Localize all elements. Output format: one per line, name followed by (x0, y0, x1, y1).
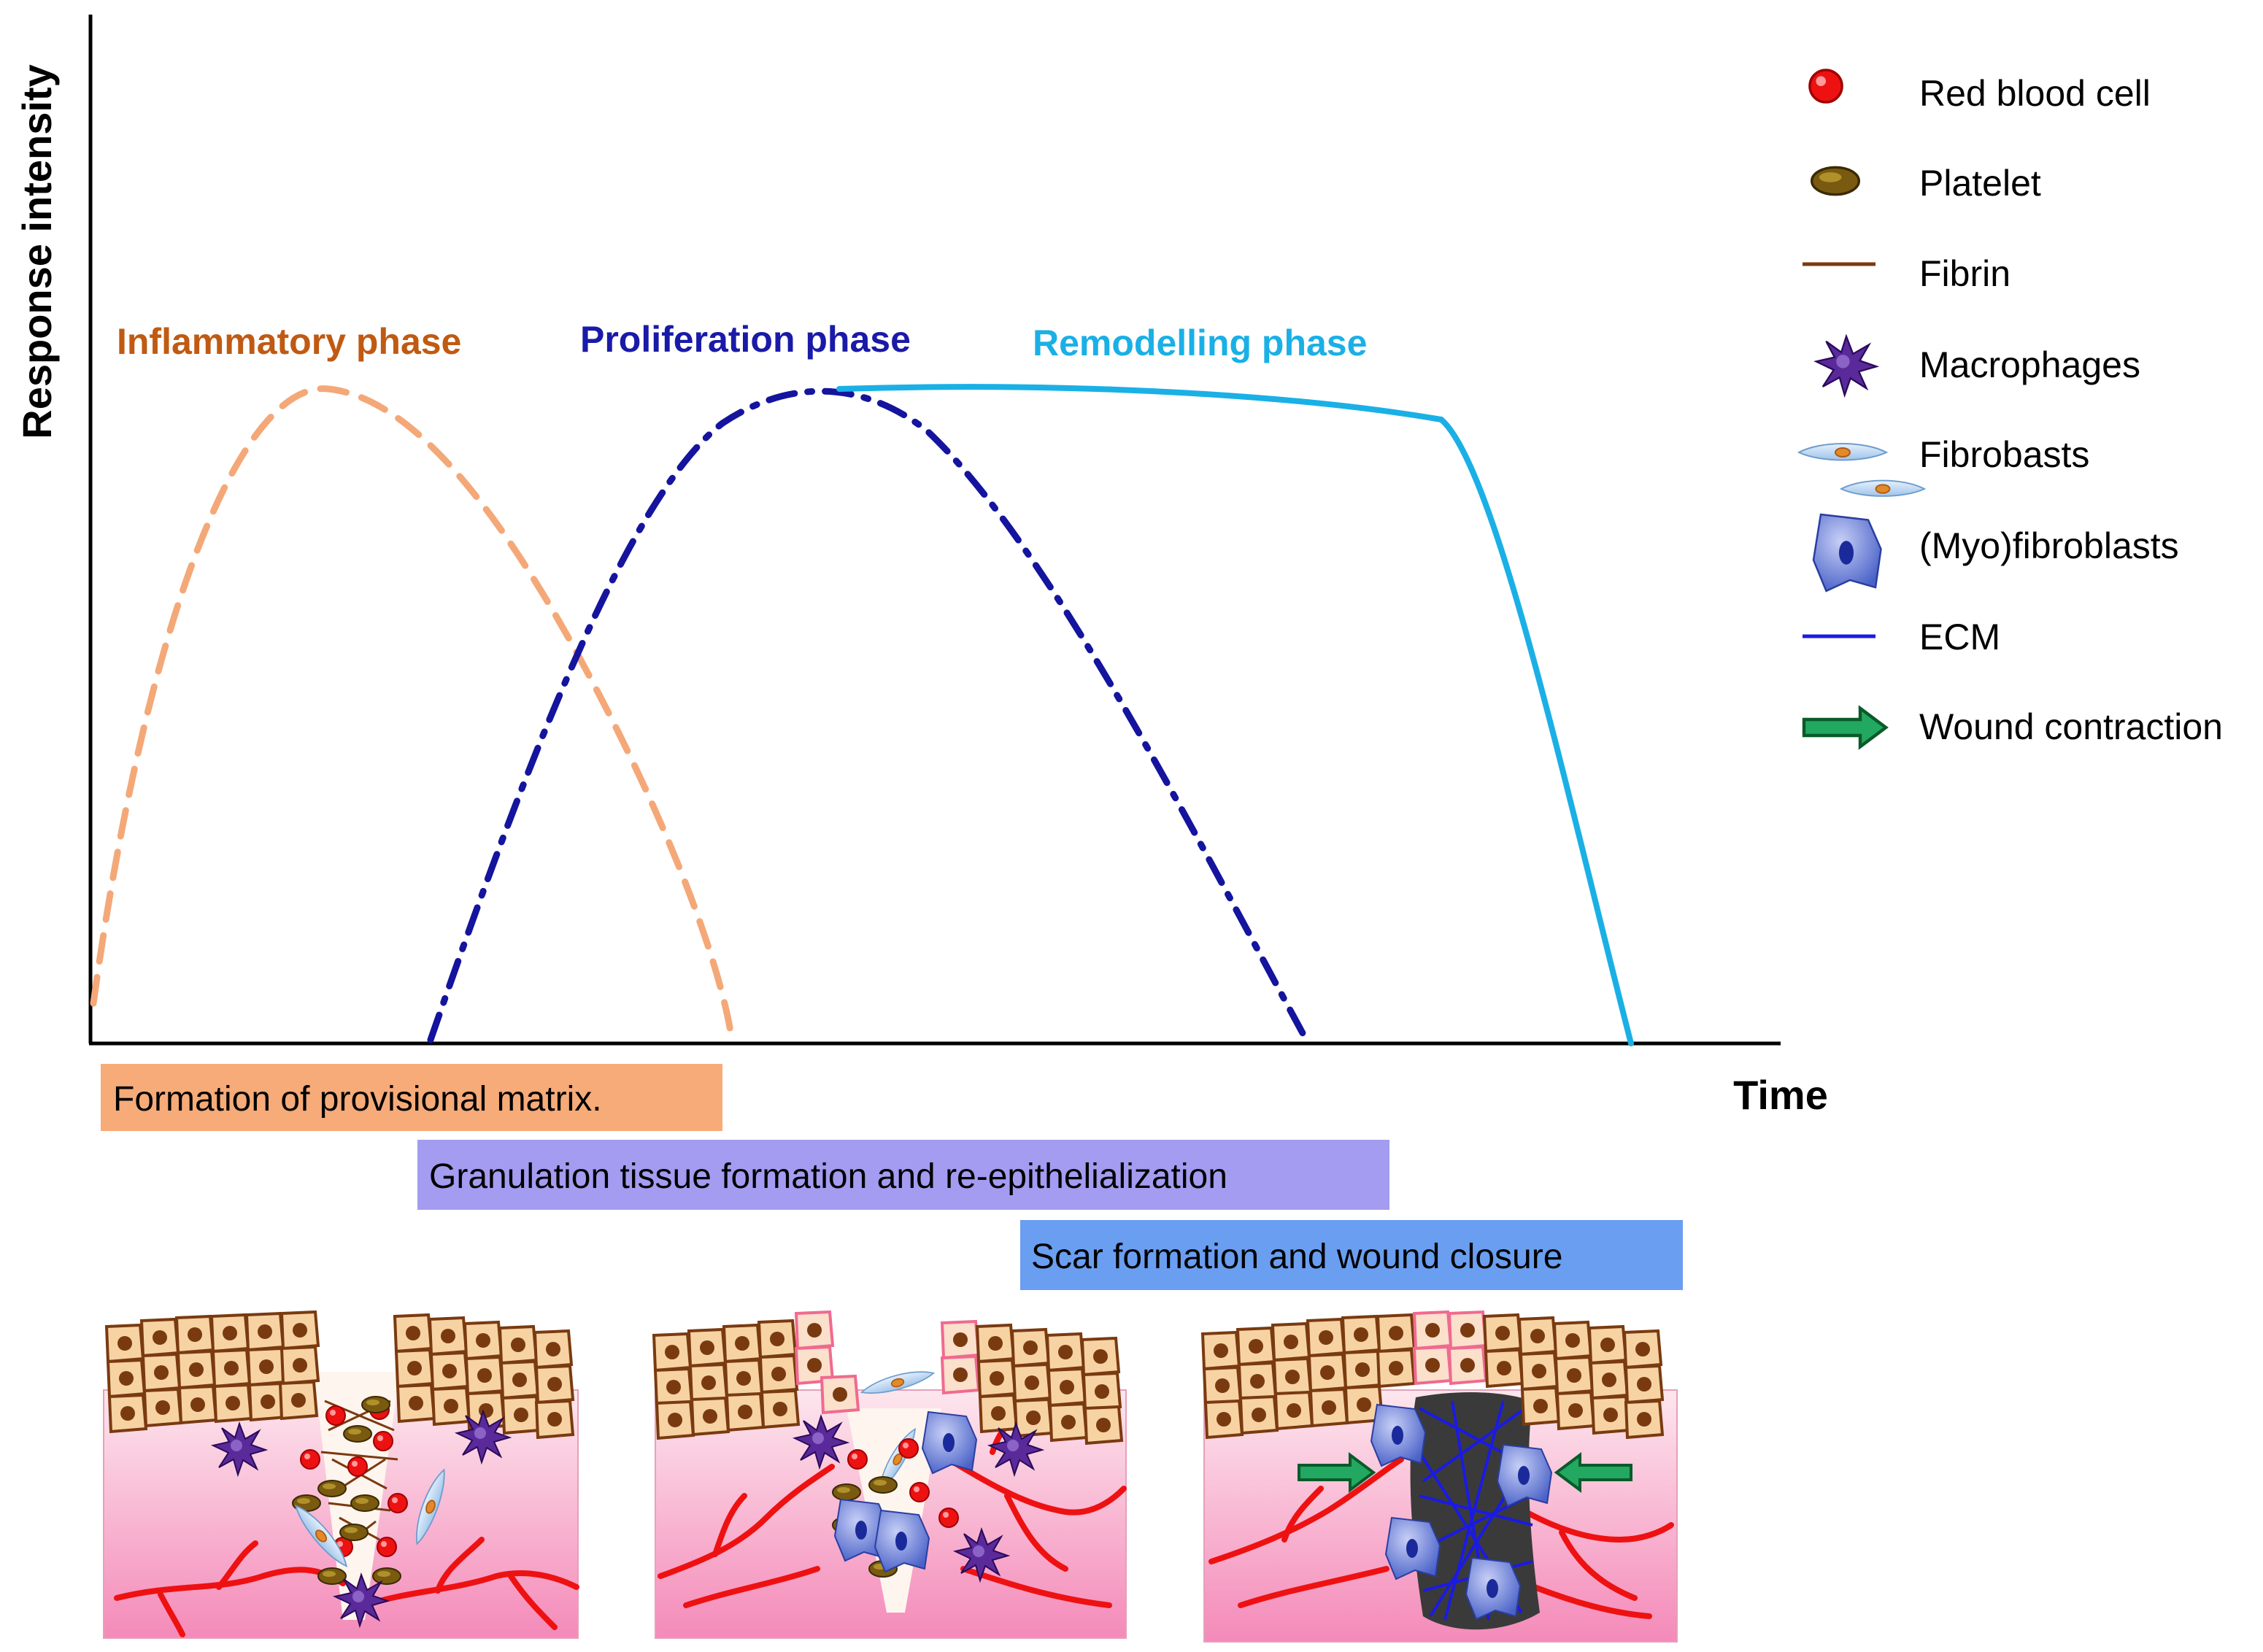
legend-item-myofibroblasts: (Myo)fibroblasts (1812, 513, 2179, 593)
legend-item-ecm: ECM (1803, 617, 2000, 657)
legend-label: Platelet (1919, 163, 2041, 204)
wound-contraction-arrow-icon (1804, 709, 1886, 747)
epidermis-left (105, 1311, 320, 1433)
stage-bar-provisional-matrix (101, 1064, 722, 1131)
legend-item-wound-contraction: Wound contraction (1804, 706, 2223, 747)
stage-bar-granulation (417, 1140, 1389, 1210)
platelet-icon (1810, 166, 1861, 196)
inflammatory-curve (90, 385, 735, 1040)
tissue-panel-inflammatory (103, 1311, 579, 1639)
wound-gap (847, 1408, 941, 1613)
stage-bar-scar-formation (1020, 1220, 1683, 1290)
proliferation-phase-label: Proliferation phase (580, 319, 911, 360)
remodelling-curve (836, 384, 1634, 1046)
legend-label: Fibrin (1919, 253, 2011, 294)
fibroblast-icon (1798, 443, 1925, 497)
legend-item-platelet: Platelet (1810, 163, 2041, 204)
x-axis-label: Time (1733, 1072, 1828, 1118)
legend-label: Red blood cell (1919, 73, 2151, 114)
legend-label: ECM (1919, 617, 2000, 657)
epidermis-new (1413, 1311, 1487, 1385)
blood-vessels (114, 1537, 579, 1637)
stage-bars: Formation of provisional matrix. Granula… (101, 1064, 1683, 1290)
red-blood-cell-icon (1808, 69, 1843, 104)
myofibroblast-icon (1812, 513, 1882, 593)
tissue-panel-proliferation (652, 1311, 1127, 1639)
legend-item-red-blood-cell: Red blood cell (1808, 69, 2151, 114)
macrophage-icon (1815, 335, 1878, 396)
response-chart: Response intensity Time Inflammatory pha… (14, 15, 1828, 1118)
legend-item-fibroblasts: Fibrobasts (1798, 434, 2089, 497)
legend-label: Fibrobasts (1919, 434, 2089, 475)
inflammatory-phase-label: Inflammatory phase (117, 321, 461, 362)
legend-label: Wound contraction (1919, 706, 2223, 747)
remodelling-phase-label: Remodelling phase (1033, 323, 1367, 363)
stage-label-provisional-matrix: Formation of provisional matrix. (113, 1080, 602, 1119)
blood-vessels (1208, 1456, 1674, 1619)
legend-label: Macrophages (1919, 344, 2140, 385)
legend: Red blood cell Platelet Fibrin Macrophag… (1798, 69, 2223, 747)
stage-label-granulation: Granulation tissue formation and re-epit… (429, 1157, 1227, 1196)
tissue-panel-remodelling (1201, 1311, 1678, 1643)
legend-item-macrophages: Macrophages (1815, 335, 2140, 396)
legend-label: (Myo)fibroblasts (1919, 525, 2179, 566)
y-axis-label: Response intensity (14, 64, 60, 439)
stage-label-scar-formation: Scar formation and wound closure (1031, 1238, 1562, 1276)
proliferation-curve (427, 387, 1310, 1043)
legend-item-fibrin: Fibrin (1803, 253, 2011, 294)
